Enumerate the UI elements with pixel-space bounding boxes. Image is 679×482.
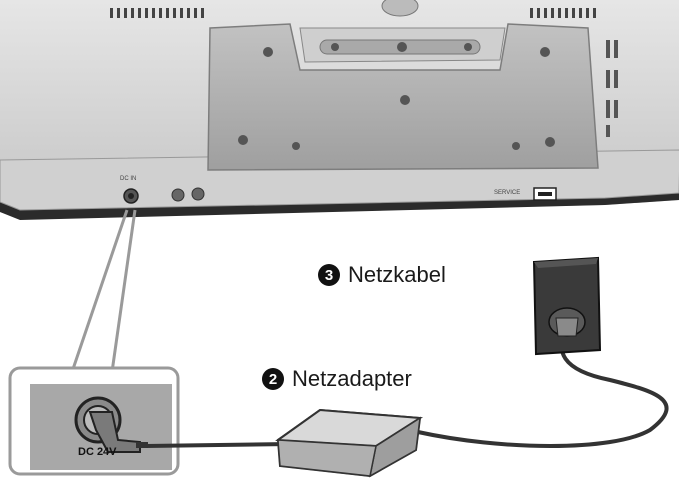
dc-cable	[145, 442, 291, 448]
monitor-stand-plate	[207, 23, 599, 171]
netzkabel-label: 3 Netzkabel	[318, 262, 446, 288]
step-number-badge: 2	[262, 368, 284, 390]
dc-jack-icon	[74, 396, 148, 453]
netzkabel-text: Netzkabel	[348, 262, 446, 287]
zoom-callout-lines	[70, 209, 137, 373]
vent-slots-right	[530, 8, 596, 18]
rear-ports	[123, 187, 557, 204]
dc-port-label: DC 24V	[78, 446, 117, 458]
step-number-badge: 3	[318, 264, 340, 286]
side-button-column	[606, 40, 618, 137]
netzadapter-label: 2 Netzadapter	[262, 366, 412, 392]
screw-holes	[238, 42, 555, 150]
power-outlet-icon	[532, 256, 602, 356]
ac-cable	[417, 329, 669, 448]
vent-slots-left	[110, 8, 204, 18]
service-port-label: SERVICE	[494, 190, 521, 196]
dc-port-zoom-inset	[8, 366, 180, 476]
netzadapter-text: Netzadapter	[292, 366, 412, 391]
power-adapter-icon	[275, 408, 424, 478]
dc-in-port-label: DC IN	[120, 176, 137, 182]
